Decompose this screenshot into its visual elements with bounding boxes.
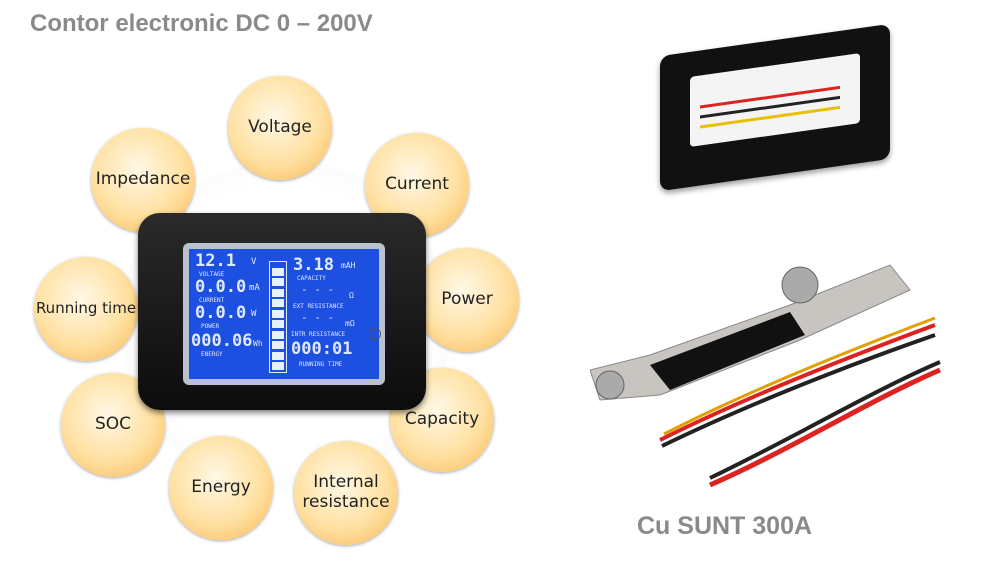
battery-cell bbox=[272, 320, 284, 328]
feature-power: Power bbox=[415, 248, 519, 352]
meter-module-photo bbox=[660, 23, 890, 192]
feature-internal-resistance: Internal resistance bbox=[294, 441, 398, 545]
running-time-label: RUNNING TIME bbox=[299, 361, 343, 368]
lcd-screen: 12.1 V VOLTAGE 0.0.0 mA CURRENT 0.0.0 W … bbox=[183, 243, 385, 385]
current-value: 0.0.0 bbox=[195, 277, 247, 297]
current-label: CURRENT bbox=[199, 297, 225, 304]
energy-unit: Wh bbox=[253, 339, 263, 348]
current-unit: mA bbox=[249, 283, 260, 293]
feature-running-time: Running time bbox=[34, 257, 138, 361]
power-label: POWER bbox=[201, 323, 220, 330]
wiring-label bbox=[690, 53, 860, 147]
intr-resistance-value: - - - bbox=[301, 311, 335, 324]
ext-resistance-unit: Ω bbox=[349, 291, 354, 300]
shunt-photo bbox=[590, 264, 941, 488]
feature-voltage: Voltage bbox=[228, 76, 332, 180]
running-time-value: 000:01 bbox=[291, 339, 353, 359]
capacity-value: 3.18 bbox=[293, 255, 334, 275]
battery-gauge bbox=[269, 261, 287, 373]
battery-cell bbox=[272, 341, 284, 349]
energy-label: ENERGY bbox=[201, 351, 223, 358]
battery-cell bbox=[272, 351, 284, 360]
intr-resistance-unit: mΩ bbox=[345, 319, 355, 328]
ext-resistance-value: - - - bbox=[301, 283, 335, 296]
capacity-unit: mAH bbox=[341, 261, 356, 270]
meter-device: 12.1 V VOLTAGE 0.0.0 mA CURRENT 0.0.0 W … bbox=[138, 213, 426, 410]
feature-energy: Energy bbox=[169, 436, 273, 540]
voltage-label: VOLTAGE bbox=[199, 271, 225, 278]
voltage-unit: V bbox=[251, 257, 257, 267]
shunt-caption: Cu SUNT 300A bbox=[637, 512, 813, 540]
battery-cell bbox=[272, 288, 284, 297]
voltage-value: 12.1 bbox=[195, 251, 236, 271]
ext-resistance-label: EXT RESISTANCE bbox=[293, 303, 344, 310]
battery-cell bbox=[272, 299, 284, 307]
battery-cell bbox=[272, 362, 284, 370]
battery-cell bbox=[272, 330, 284, 339]
slide-title: Contor electronic DC 0 – 200V bbox=[30, 10, 373, 37]
battery-cell bbox=[272, 278, 284, 286]
capacity-label: CAPACITY bbox=[297, 275, 326, 282]
energy-value: 000.06 bbox=[191, 331, 253, 351]
reset-button bbox=[369, 328, 381, 340]
intr-resistance-label: INTR RESISTANCE bbox=[291, 331, 346, 338]
power-unit: W bbox=[251, 309, 257, 319]
battery-cell bbox=[272, 309, 284, 318]
power-value: 0.0.0 bbox=[195, 303, 247, 323]
battery-cell bbox=[272, 267, 284, 276]
